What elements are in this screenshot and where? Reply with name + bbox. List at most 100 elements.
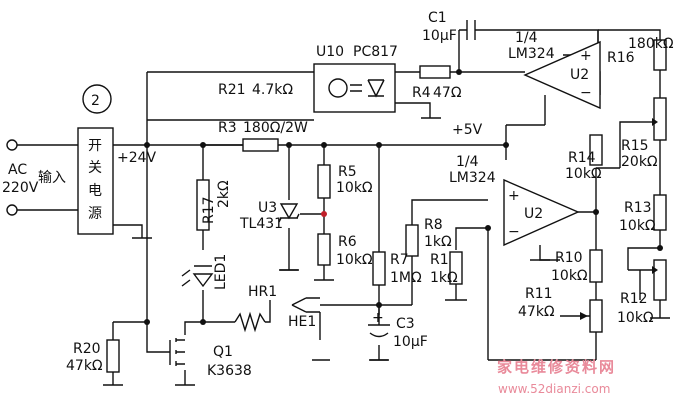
svg-text:2: 2 [91,93,100,109]
svg-text:R11: R11 [525,286,553,302]
svg-text:电: 电 [88,183,102,199]
svg-text:U3: U3 [258,200,277,216]
svg-text:R12: R12 [620,291,648,307]
switching-power-supply: 开 关 电 源 +24V [77,127,157,235]
svg-text:47kΩ: 47kΩ [66,358,103,374]
svg-text:开: 开 [88,138,102,154]
svg-text:10μF: 10μF [393,334,428,350]
svg-text:+: + [508,188,520,204]
svg-text:10kΩ: 10kΩ [336,180,373,196]
svg-text:LM324: LM324 [449,170,496,186]
resistor-r16: R16 180kΩ [607,39,667,71]
resistor-r3: R3 180Ω/2W [218,120,308,152]
led-led1: LED1 [181,254,229,290]
svg-text:HE1: HE1 [288,314,316,330]
svg-text:1/4: 1/4 [515,30,538,46]
svg-text:10kΩ: 10kΩ [336,252,373,268]
svg-text:1/4: 1/4 [456,154,479,170]
svg-text:TL431: TL431 [239,216,283,232]
thermocouple-he1: HE1 [288,297,330,361]
opamp-top: U2 + − 1/4 LM324 [508,30,601,110]
svg-text:LED1: LED1 [213,254,229,290]
svg-text:R15: R15 [621,138,649,154]
svg-text:www.52dianzi.com: www.52dianzi.com [498,382,610,396]
svg-text:R20: R20 [73,341,101,357]
capacitor-c1: C1 10μF [422,10,476,44]
resistor-r13: R13 10kΩ [619,194,667,234]
svg-text:R6: R6 [338,234,357,250]
svg-text:20kΩ: 20kΩ [621,154,658,170]
svg-text:R1: R1 [430,252,449,268]
watermark: 家电维修资料网 www.52dianzi.com [497,358,614,396]
opamp-bottom: U2 + − 1/4 LM324 [449,154,580,247]
mosfet-q1: Q1 K3638 [169,338,252,379]
svg-text:K3638: K3638 [207,363,252,379]
resistor-r7: R7 1MΩ [372,251,422,286]
potentiometer-r12: R12 10kΩ [617,259,667,326]
svg-text:U2: U2 [524,206,543,222]
svg-text:Q1: Q1 [213,344,233,360]
rail-5v-label: +5V [452,122,483,138]
ac-input: AC 220V 输入 [2,139,66,216]
resistor-r5: R5 10kΩ [317,164,373,199]
svg-text:HR1: HR1 [248,284,277,300]
svg-text:10kΩ: 10kΩ [619,218,656,234]
optocoupler-u10: U10 PC817 [313,44,398,113]
svg-text:源: 源 [88,206,102,222]
svg-text:10kΩ: 10kΩ [565,166,602,182]
svg-text:−: − [580,85,592,101]
svg-text:R17: R17 [201,196,217,224]
ground-symbols [103,117,670,386]
svg-text:10μF: 10μF [422,28,457,44]
svg-text:R10: R10 [555,250,583,266]
svg-text:R3: R3 [218,120,237,136]
svg-text:+24V: +24V [117,150,157,166]
svg-text:R13: R13 [624,200,652,216]
svg-text:10kΩ: 10kΩ [551,268,588,284]
svg-text:关: 关 [88,160,102,176]
svg-text:+: + [372,310,384,326]
svg-text:R8: R8 [424,217,443,233]
svg-text:4.7kΩ: 4.7kΩ [252,82,293,98]
svg-text:2kΩ: 2kΩ [216,180,232,208]
svg-text:+: + [580,48,592,64]
svg-text:R7: R7 [390,252,409,268]
svg-text:−: − [508,224,520,240]
svg-text:R21: R21 [218,82,246,98]
svg-text:LM324: LM324 [508,46,555,62]
svg-text:220V: 220V [2,180,39,196]
svg-text:1kΩ: 1kΩ [430,270,458,286]
svg-text:R5: R5 [338,164,357,180]
svg-text:1kΩ: 1kΩ [424,234,452,250]
resistor-r14: R14 10kΩ [565,134,603,182]
marker-circle: 2 [82,84,112,114]
svg-text:180Ω/2W: 180Ω/2W [243,120,308,136]
resistor-r17: R17 2kΩ [196,179,232,231]
resistor-r21: R21 4.7kΩ [218,82,293,98]
potentiometer-r11: R11 47kΩ [518,286,603,333]
resistor-r6: R6 10kΩ [314,233,373,281]
svg-text:47Ω: 47Ω [433,85,462,101]
svg-text:PC817: PC817 [353,44,398,60]
svg-text:C1: C1 [428,10,447,26]
svg-text:R14: R14 [568,150,596,166]
svg-text:C3: C3 [396,316,415,332]
svg-text:R4: R4 [412,85,431,101]
junctions [144,69,663,325]
resistor-r1: R1 1kΩ [430,251,467,301]
wiring [15,29,661,385]
resistor-r10: R10 10kΩ [551,249,603,284]
resistor-r8: R8 1kΩ [405,217,452,257]
svg-text:47kΩ: 47kΩ [518,304,555,320]
shunt-regulator-u3: U3 TL431 [239,200,300,271]
heater-hr1: HR1 [234,284,277,333]
r16-value: 180kΩ [628,36,674,52]
svg-text:U10: U10 [316,44,344,60]
resistor-r4: R4 47Ω [412,65,462,101]
svg-text:1MΩ: 1MΩ [390,270,422,286]
svg-text:R16: R16 [607,50,635,66]
svg-text:10kΩ: 10kΩ [617,310,654,326]
svg-text:输入: 输入 [38,170,66,186]
resistor-r20: R20 47kΩ [66,339,120,374]
